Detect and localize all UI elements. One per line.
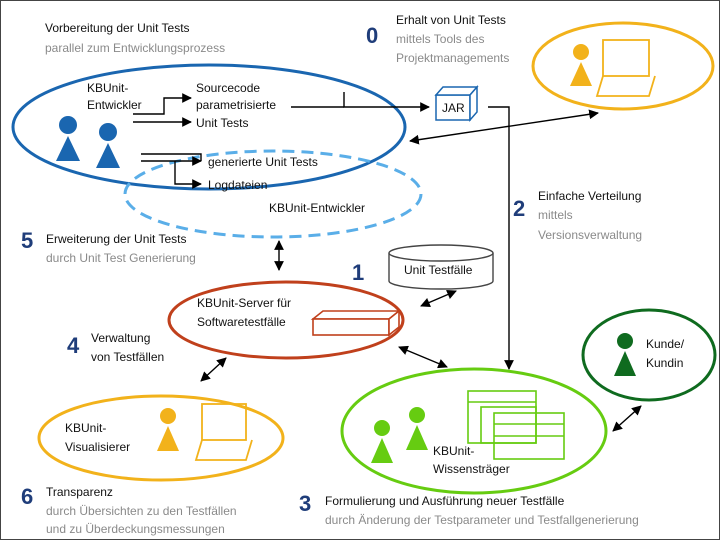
jar-to-knowledge-arrow [488, 106, 514, 370]
knowledge-ellipse [340, 367, 608, 495]
section-2-title: Einfache Verteilung [538, 189, 641, 203]
section-3-subtitle: durch Änderung der Testparameter und Tes… [325, 513, 639, 527]
generated-tests-label: generierte Unit Tests [208, 155, 318, 169]
section-0-number: 0 [366, 23, 378, 48]
visualizer-laptop-icon [194, 403, 253, 461]
developer-label-1: KBUnit- [87, 81, 128, 95]
developer-label-2: Entwickler [87, 98, 142, 112]
server-ellipse [167, 280, 405, 360]
server-label-2: Softwaretestfälle [197, 315, 286, 329]
sourcecode-label-3: Unit Tests [196, 116, 248, 130]
sourcecode-label-2: parametrisierte [196, 98, 276, 112]
visualizer-ellipse [37, 394, 285, 482]
section-1-number: 1 [352, 260, 364, 285]
logfiles-label: Logdateien [208, 178, 267, 192]
server-to-knowledge-arrow [398, 345, 448, 369]
section-6-subtitle-2: und zu Überdeckungsmessungen [46, 522, 225, 536]
section-2-number: 2 [513, 196, 525, 221]
section-5-subtitle: durch Unit Test Generierung [46, 251, 196, 265]
section-4-title-2: von Testfällen [91, 350, 164, 364]
knowledge-window-icon [467, 390, 565, 460]
pm-laptop-icon [595, 39, 656, 97]
customer-ellipse [581, 308, 717, 402]
customer-person-icon [614, 333, 636, 376]
pm-person-icon [570, 44, 592, 86]
visualizer-person-icon [157, 408, 179, 451]
testcases-db-icon [388, 244, 494, 290]
section-5-title: Erweiterung der Unit Tests [46, 232, 187, 246]
customer-label-2: Kundin [646, 356, 683, 370]
knowledge-label-2: Wissensträger [433, 462, 510, 476]
generated-ellipse-dashed [123, 149, 423, 239]
section-0-title: Erhalt von Unit Tests [396, 13, 506, 27]
jar-label: JAR [442, 101, 465, 115]
gen-to-log-arrow [174, 161, 202, 189]
pm-to-dev-arrow [409, 109, 599, 145]
section-2-subtitle-1: mittels [538, 208, 573, 222]
visualizer-label-1: KBUnit- [65, 421, 106, 435]
knowledge-person-icon [371, 407, 428, 463]
section-0-subtitle-1: mittels Tools des [396, 32, 484, 46]
customer-label-1: Kunde/ [646, 337, 685, 351]
knowledge-label-1: KBUnit- [433, 444, 474, 458]
prep-subtitle: parallel zum Entwicklungsprozess [45, 41, 225, 55]
section-4-number: 4 [67, 333, 80, 358]
developer-person-icon [56, 116, 120, 168]
section-6-title: Transparenz [46, 485, 113, 499]
server-to-visualizer-arrow [200, 357, 227, 382]
prep-title: Vorbereitung der Unit Tests [45, 21, 190, 35]
section-6-number: 6 [21, 484, 33, 509]
sourcecode-label-1: Sourcecode [196, 81, 260, 95]
dev-to-source-arrow [133, 93, 192, 115]
testcases-db-label: Unit Testfälle [404, 263, 473, 277]
section-3-number: 3 [299, 491, 311, 516]
section-2-subtitle-2: Versionsverwaltung [538, 228, 642, 242]
section-5-number: 5 [21, 228, 33, 253]
server-label-1: KBUnit-Server für [197, 296, 291, 310]
section-0-subtitle-2: Projektmanagements [396, 51, 509, 65]
developer-dashed-label: KBUnit-Entwickler [269, 201, 365, 215]
section-3-title: Formulierung und Ausführung neuer Testfä… [325, 494, 565, 508]
pm-ellipse [531, 21, 715, 111]
visualizer-label-2: Visualisierer [65, 440, 130, 454]
section-6-subtitle-1: durch Übersichten zu den Testfällen [46, 504, 237, 518]
customer-to-knowledge-arrow [612, 405, 642, 432]
db-to-server-arrow [420, 289, 457, 308]
developer-ellipse [11, 63, 407, 191]
server-box-icon [310, 309, 402, 337]
section-4-title-1: Verwaltung [91, 331, 150, 345]
